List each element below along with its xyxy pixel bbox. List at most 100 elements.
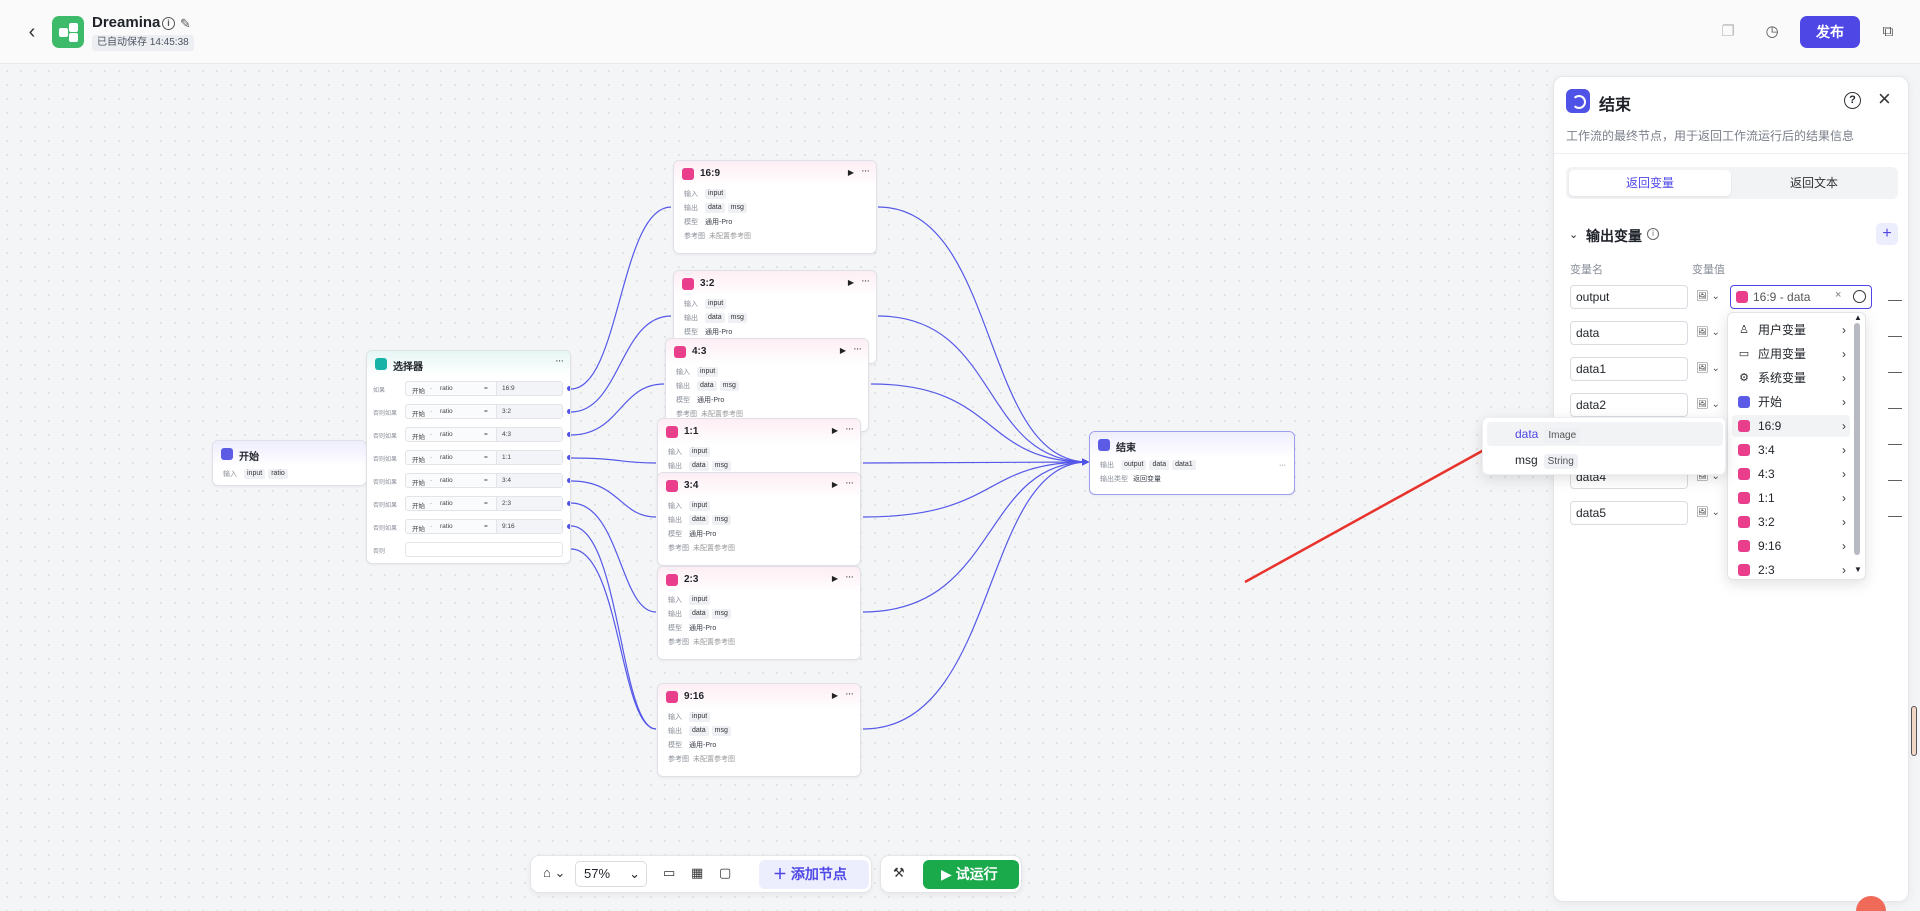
assistant-avatar[interactable] <box>1856 896 1886 911</box>
zoom-select[interactable]: 57%⌄ <box>575 861 647 887</box>
target-icon[interactable] <box>1853 290 1866 303</box>
condition-box[interactable]: 开始-ratio=3:2 <box>405 404 563 419</box>
remove-variable-button[interactable]: — <box>1888 507 1902 523</box>
remove-variable-button[interactable]: — <box>1888 291 1902 307</box>
more-icon[interactable]: ··· <box>845 423 854 435</box>
variable-name-input[interactable]: data5 <box>1570 501 1688 525</box>
test-run-button[interactable]: ▶ 试运行 <box>923 860 1019 889</box>
help-icon[interactable]: ? <box>1844 92 1861 109</box>
condition-box[interactable]: 开始-ratio=4:3 <box>405 427 563 442</box>
remove-variable-button[interactable]: — <box>1888 435 1902 451</box>
dropdown-item[interactable]: 2:3› <box>1732 559 1850 579</box>
remove-variable-button[interactable]: — <box>1888 471 1902 487</box>
variable-name-input[interactable]: data2 <box>1570 393 1688 417</box>
tab-return-variable[interactable]: 返回变量 <box>1569 170 1731 196</box>
dropdown-item[interactable]: 开始› <box>1732 391 1850 413</box>
type-select[interactable]: 🖼 ⌄ <box>1696 507 1720 518</box>
dropdown-item[interactable]: 4:3› <box>1732 463 1850 485</box>
comment-icon[interactable]: ▭ <box>663 865 676 880</box>
play-icon[interactable]: ▶ <box>831 426 838 435</box>
more-icon[interactable]: ··· <box>555 355 564 367</box>
condition-box[interactable]: 开始-ratio=2:3 <box>405 496 563 511</box>
layout-icon[interactable]: ⧉ <box>1882 23 1894 40</box>
more-icon[interactable]: ··· <box>845 571 854 583</box>
condition-box[interactable]: 开始-ratio=16:9 <box>405 381 563 396</box>
dropdown-item[interactable]: 16:9› <box>1732 415 1850 437</box>
more-icon[interactable]: ··· <box>861 275 870 287</box>
wrench-icon[interactable]: ⚒ <box>893 865 905 880</box>
scroll-down-icon[interactable]: ▼ <box>1854 565 1862 574</box>
end-node[interactable]: 结束 输出 output data data1 ··· 输出类型 返回变量 <box>1089 431 1295 495</box>
output-port[interactable] <box>567 386 570 391</box>
history-icon[interactable]: ◷ <box>1765 23 1779 40</box>
tab-return-text[interactable]: 返回文本 <box>1789 176 1838 190</box>
dropdown-item[interactable]: ♙用户变量› <box>1732 319 1850 341</box>
variable-name-input[interactable]: output <box>1570 285 1688 309</box>
play-icon[interactable]: ▶ <box>831 574 838 583</box>
output-port[interactable] <box>567 478 570 483</box>
chevron-down-icon[interactable]: ⌄ <box>1569 229 1579 241</box>
page-scrollbar[interactable] <box>1911 706 1917 756</box>
frame-icon[interactable]: ▢ <box>719 865 732 880</box>
back-arrow-icon[interactable]: ‹ <box>28 21 36 43</box>
type-select[interactable]: 🖼 ⌄ <box>1696 327 1720 338</box>
info-icon[interactable]: i <box>162 17 175 30</box>
close-icon[interactable]: × <box>1878 86 1891 111</box>
output-port[interactable] <box>567 501 570 506</box>
variable-name-input[interactable]: data <box>1570 321 1688 345</box>
type-select[interactable]: 🖼 ⌄ <box>1696 291 1720 302</box>
dropdown-item[interactable]: ⚙系统变量› <box>1732 367 1850 389</box>
add-variable-button[interactable]: + <box>1876 223 1898 245</box>
info-icon[interactable]: i <box>1647 228 1659 240</box>
dropdown-item[interactable]: 1:1› <box>1732 487 1850 509</box>
variable-value-select[interactable]: 16:9 - data× <box>1730 285 1872 309</box>
dropdown-item[interactable]: 9:16› <box>1732 535 1850 557</box>
copy-icon[interactable]: ❐ <box>1721 23 1735 40</box>
play-icon[interactable]: ▶ <box>831 691 838 700</box>
more-icon[interactable]: ··· <box>845 477 854 489</box>
more-icon[interactable]: ··· <box>861 165 870 177</box>
output-port[interactable] <box>567 432 570 437</box>
grid-icon[interactable]: ▦ <box>691 865 704 880</box>
type-select[interactable]: 🖼 ⌄ <box>1696 471 1720 482</box>
mouse-mode-icon[interactable]: ⌂ ⌄ <box>543 865 566 880</box>
start-node[interactable]: 开始 输入 input ratio <box>212 440 367 486</box>
scroll-up-icon[interactable]: ▲ <box>1854 313 1862 322</box>
output-port[interactable] <box>567 455 570 460</box>
dropdown-scrollbar[interactable] <box>1854 323 1860 555</box>
dropdown-item[interactable]: ▭应用变量› <box>1732 343 1850 365</box>
play-icon[interactable]: ▶ <box>847 278 854 287</box>
condition-box[interactable]: 开始-ratio=3:4 <box>405 473 563 488</box>
dropdown-item[interactable]: 3:4› <box>1732 439 1850 461</box>
more-icon[interactable]: ··· <box>853 343 862 355</box>
variable-name-input[interactable]: data1 <box>1570 357 1688 381</box>
type-select[interactable]: 🖼 ⌄ <box>1696 363 1720 374</box>
add-node-button[interactable]: ＋ 添加节点 <box>759 860 869 889</box>
output-port[interactable] <box>567 409 570 414</box>
play-icon[interactable]: ▶ <box>839 346 846 355</box>
output-port[interactable] <box>567 524 570 529</box>
more-icon[interactable]: ··· <box>1279 461 1286 469</box>
more-icon[interactable]: ··· <box>845 688 854 700</box>
remove-variable-button[interactable]: — <box>1888 399 1902 415</box>
condition-box[interactable]: 开始-ratio=9:16 <box>405 519 563 534</box>
play-icon[interactable]: ▶ <box>847 168 854 177</box>
play-icon[interactable]: ▶ <box>831 480 838 489</box>
edit-icon[interactable]: ✎ <box>180 16 191 31</box>
type-select[interactable]: 🖼 ⌄ <box>1696 399 1720 410</box>
clear-icon[interactable]: × <box>1835 289 1842 301</box>
publish-button[interactable]: 发布 <box>1800 16 1860 48</box>
remove-variable-button[interactable]: — <box>1888 363 1902 379</box>
remove-variable-button[interactable]: — <box>1888 327 1902 343</box>
dropdown-item[interactable]: 3:2› <box>1732 511 1850 533</box>
condition-box[interactable]: 开始-ratio=1:1 <box>405 450 563 465</box>
